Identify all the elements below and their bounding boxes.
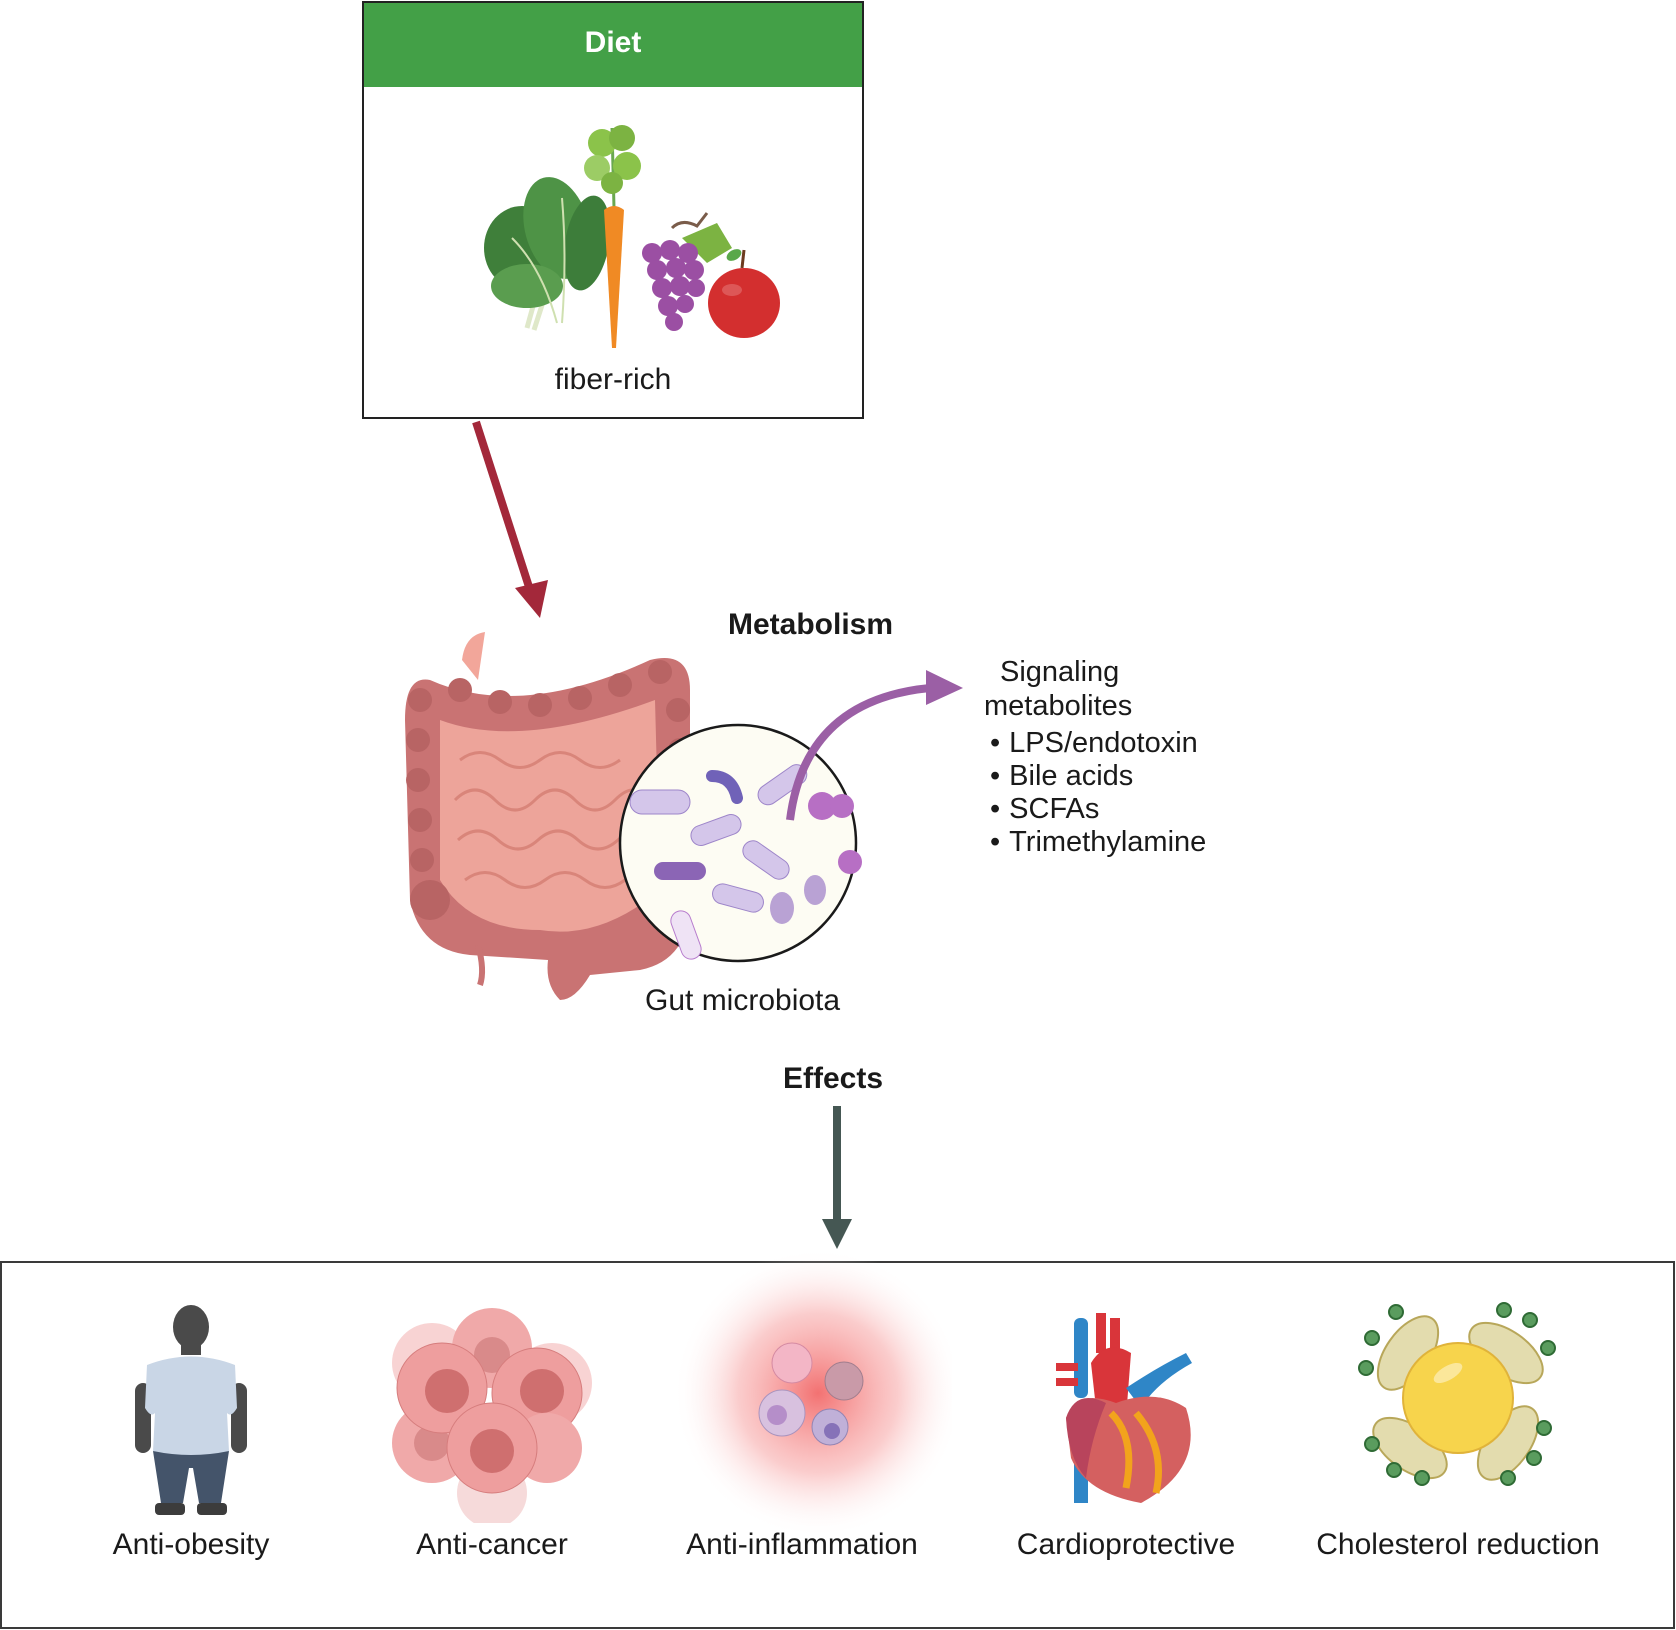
immune-cells-icon bbox=[673, 1248, 952, 1533]
diet-foods-illustration bbox=[484, 125, 780, 348]
effect-label: Anti-inflammation bbox=[686, 1528, 918, 1561]
effects-arrow bbox=[822, 1106, 852, 1249]
metabolites-list: LPS/endotoxin Bile acids SCFAs Trimethyl… bbox=[990, 727, 1206, 859]
cancer-cells-icon bbox=[392, 1308, 592, 1523]
metabolite-item: SCFAs bbox=[990, 793, 1206, 826]
apple-icon bbox=[708, 249, 780, 338]
effect-anti-inflammation: Anti-inflammation bbox=[642, 1248, 962, 1629]
carrot-icon bbox=[584, 125, 641, 348]
metabolites-title-line2: metabolites bbox=[984, 690, 1133, 722]
heart-icon bbox=[1056, 1313, 1192, 1503]
effects-box: Anti-obesity Anti-cancer bbox=[0, 1248, 1675, 1629]
metabolite-item: Bile acids bbox=[990, 760, 1206, 793]
effect-label: Anti-cancer bbox=[416, 1528, 568, 1561]
metabolism-heading: Metabolism bbox=[728, 608, 894, 641]
connector-layer bbox=[405, 420, 963, 1249]
signaling-metabolites: Signaling metabolites LPS/endotoxin Bile… bbox=[984, 655, 1206, 859]
metabolite-arrow bbox=[786, 670, 963, 821]
metabolites-title-line1: Signaling bbox=[1000, 656, 1120, 688]
effect-cholesterol-reduction: Cholesterol reduction bbox=[1298, 1263, 1618, 1629]
leafy-greens-icon bbox=[484, 177, 611, 331]
bacteria-magnifier-icon bbox=[618, 723, 862, 963]
effect-cardioprotective: Cardioprotective bbox=[966, 1263, 1286, 1629]
effects-heading: Effects bbox=[783, 1062, 884, 1095]
effect-label: Anti-obesity bbox=[112, 1528, 270, 1561]
lipoprotein-icon bbox=[1358, 1302, 1556, 1486]
person-icon bbox=[135, 1305, 247, 1515]
diet-label: fiber-rich bbox=[554, 363, 672, 396]
gut-microbiota-label: Gut microbiota bbox=[645, 984, 841, 1017]
metabolite-item: LPS/endotoxin bbox=[990, 727, 1206, 760]
grapes-icon bbox=[642, 212, 732, 331]
intestine-icon bbox=[405, 632, 692, 1000]
effect-label: Cardioprotective bbox=[1016, 1528, 1236, 1561]
effect-anti-cancer: Anti-cancer bbox=[332, 1263, 652, 1629]
diet-to-gut-arrow bbox=[472, 420, 548, 618]
effect-label: Cholesterol reduction bbox=[1316, 1528, 1600, 1561]
metabolite-item: Trimethylamine bbox=[990, 826, 1206, 859]
diet-box: Diet bbox=[362, 1, 864, 419]
diet-header: Diet bbox=[364, 3, 862, 87]
effect-anti-obesity: Anti-obesity bbox=[31, 1263, 351, 1629]
